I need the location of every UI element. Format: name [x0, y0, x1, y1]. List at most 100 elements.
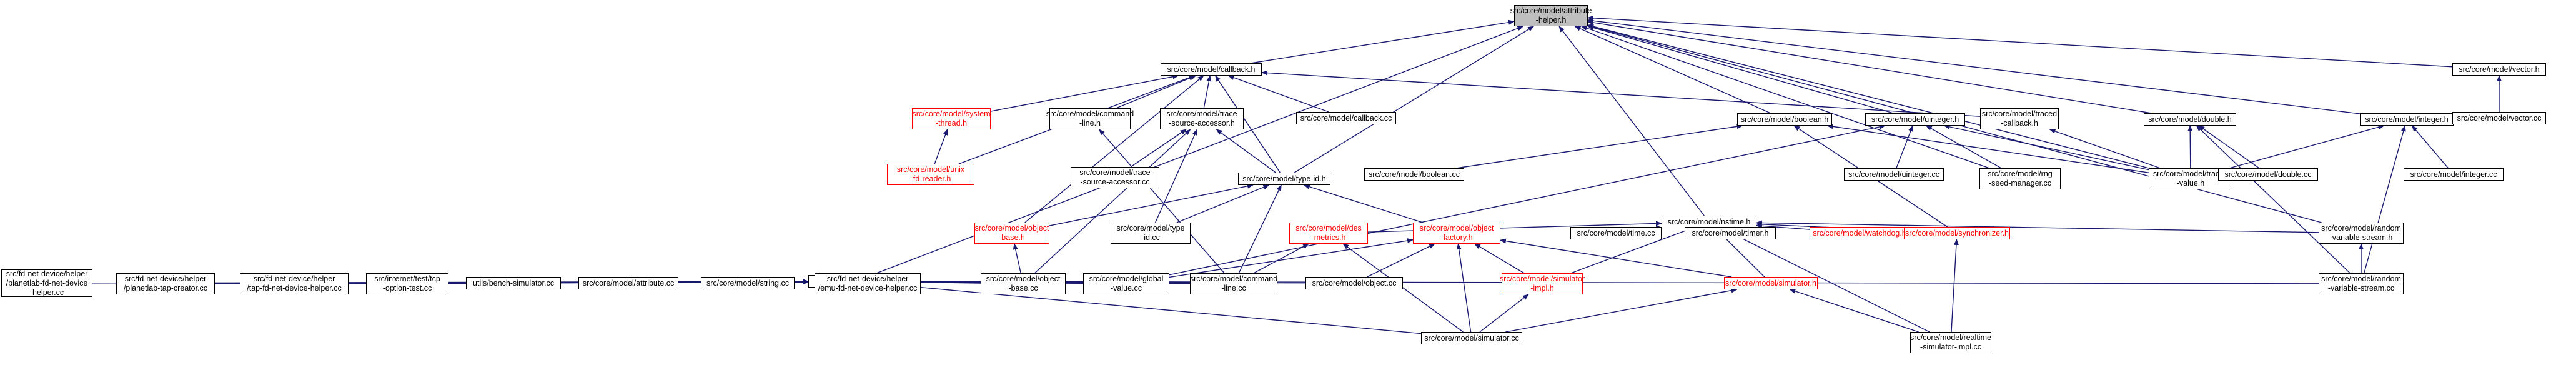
file-node-object-base-cc[interactable]: src/core/model/object-base.cc [981, 273, 1066, 294]
file-node-tcp-option[interactable]: src/internet/test/tcp-option-test.cc [366, 273, 448, 294]
file-node-trace-accessor-cc[interactable]: src/core/model/trace-source-accessor.cc [1071, 167, 1159, 188]
file-node-uinteger-cc[interactable]: src/core/model/uinteger.cc [1844, 168, 1944, 181]
file-node-object-cc[interactable]: src/core/model/object.cc [1305, 277, 1403, 289]
include-edge-callback_cc-to-callback_h [1227, 75, 1329, 113]
include-edge-random_stream_cc-to-integer_h [2364, 125, 2406, 274]
file-node-system-thread[interactable]: src/core/model/system-thread.h [912, 108, 991, 129]
node-label-line: src/fd-net-device/helper [253, 274, 335, 283]
file-node-global-value-cc[interactable]: src/core/model/global-value.cc [1083, 273, 1169, 294]
node-label-line: src/core/model/boolean.cc [1369, 169, 1460, 179]
file-node-unix-fd-reader[interactable]: src/core/model/unix-fd-reader.h [887, 164, 974, 185]
file-node-fd-net-tap-creator[interactable]: src/fd-net-device/helper/planetlab-tap-c… [116, 273, 215, 294]
file-node-simulator-h[interactable]: src/core/model/simulator.h [1724, 277, 1818, 289]
node-label-line: src/core/model/integer.cc [2410, 169, 2497, 179]
include-edge-object_cc-to-object_factory [1367, 243, 1436, 278]
file-node-attr-helper: src/core/model/attribute-helper.h [1510, 5, 1592, 26]
node-label-line: /tap-fd-net-device-helper.cc [247, 284, 342, 293]
file-node-traced-callback[interactable]: src/core/model/traced-callback.h [1980, 108, 2059, 129]
include-edge-watchdog_h-to-nstime_h [1756, 223, 1810, 230]
file-node-type-id-h[interactable]: src/core/model/type-id.h [1238, 173, 1330, 185]
node-label-line: src/core/model/vector.cc [2457, 113, 2542, 123]
node-label-line: -variable-stream.h [2329, 233, 2393, 242]
node-label-line: src/core/model/attribute [1510, 6, 1592, 15]
include-edge-realtime_sim-to-simulator_h [1789, 289, 1919, 333]
file-node-rng-seed[interactable]: src/core/model/rng-seed-manager.cc [1979, 168, 2061, 189]
node-label-line: src/core/model/random [2321, 224, 2401, 233]
file-node-double-h[interactable]: src/core/model/double.h [2144, 113, 2236, 126]
file-node-callback-h[interactable]: src/core/model/callback.h [1161, 63, 1262, 76]
file-node-time-cc[interactable]: src/core/model/time.cc [1570, 227, 1662, 239]
node-label-line: src/core/model/time.cc [1577, 228, 1655, 238]
node-label-line: -fd-reader.h [910, 174, 951, 183]
file-node-synchronizer-h[interactable]: src/core/model/synchronizer.h [1904, 227, 2010, 239]
node-label-line: src/core/model/type-id.h [1242, 174, 1326, 183]
include-edge-simulator_cc-to-sim_impl_h [1479, 294, 1529, 333]
file-node-fd-net-emu[interactable]: src/fd-net-device/helper/emu-fd-net-devi… [815, 273, 921, 294]
file-node-trace-accessor[interactable]: src/core/model/trace-source-accessor.h [1160, 108, 1244, 129]
node-label-line: src/core/model/traced [1981, 109, 2058, 118]
file-node-des-metrics[interactable]: src/core/model/des-metrics.h [1289, 223, 1368, 244]
include-edge-command_line_h-to-callback_h [1116, 75, 1197, 109]
node-label-line: src/core/model/rng [1988, 169, 2053, 178]
file-node-integer-h[interactable]: src/core/model/integer.h [2360, 113, 2454, 126]
node-label-line: src/core/model/trace [1079, 168, 1151, 177]
include-edge-type_id_h-to-attr_helper [1294, 26, 1535, 173]
file-node-command-line-h[interactable]: src/core/model/command-line.h [1046, 108, 1134, 129]
file-node-watchdog-h[interactable]: src/core/model/watchdog.h [1810, 227, 1910, 239]
file-node-simulator-cc[interactable]: src/core/model/simulator.cc [1421, 332, 1522, 344]
node-label-line: src/core/model/object [986, 274, 1061, 283]
include-edge-random_stream_h-to-nstime_h [1756, 220, 2319, 233]
file-node-object-base-h[interactable]: src/core/model/object-base.h [974, 223, 1049, 244]
include-edge-trace_accessor-to-callback_h [1203, 75, 1212, 109]
file-node-uinteger-h[interactable]: src/core/model/uinteger.h [1865, 113, 1965, 126]
file-node-bench-sim[interactable]: utils/bench-simulator.cc [466, 277, 561, 289]
include-edge-simulator_cc-to-object_factory [1456, 243, 1472, 333]
node-label-line: src/core/model/system [912, 109, 991, 118]
node-label-line: src/core/model/command [1189, 274, 1278, 283]
file-node-type-id-cc[interactable]: src/core/model/type-id.cc [1111, 223, 1191, 244]
file-node-vector-h[interactable]: src/core/model/vector.h [2452, 63, 2546, 76]
file-node-fd-net-planetlab[interactable]: src/fd-net-device/helper/planetlab-fd-ne… [1, 269, 92, 297]
node-label-line: src/core/model/random [2321, 274, 2401, 283]
file-node-object-factory[interactable]: src/core/model/object-factory.h [1413, 223, 1500, 244]
include-edge-simulator_h-to-object_factory [1500, 238, 1732, 278]
file-node-fd-net-tap-helper[interactable]: src/fd-net-device/helper/tap-fd-net-devi… [240, 273, 349, 294]
node-label-line: src/core/model/vector.h [2459, 64, 2540, 74]
file-node-boolean-h[interactable]: src/core/model/boolean.h [1737, 113, 1832, 126]
include-edge-simulator_cc-to-simulator_h [1505, 288, 1738, 333]
include-edge-traced_value-to-traced_callback [2049, 129, 2161, 169]
include-edge-object_factory-to-type_id_h [1303, 184, 1424, 223]
node-label-line: -metrics.h [1311, 233, 1346, 242]
node-label-line: -line.h [1079, 119, 1101, 128]
node-label-line: src/core/model/simulator.h [1725, 278, 1816, 288]
file-node-realtime-sim[interactable]: src/core/model/realtime-simulator-impl.c… [1910, 332, 1991, 353]
file-node-string-cc[interactable]: src/core/model/string.cc [701, 277, 795, 289]
include-edge-global_value_cc-to-object_factory [1169, 238, 1414, 278]
include-edge-realtime_sim-to-synchronizer_h [1951, 239, 1959, 333]
file-node-random-stream-h[interactable]: src/core/model/random-variable-stream.h [2319, 223, 2404, 244]
file-node-callback-cc[interactable]: src/core/model/callback.cc [1296, 112, 1396, 124]
include-edge-trace_accessor_cc-to-trace_accessor [1130, 129, 1187, 168]
file-node-vector-cc[interactable]: src/core/model/vector.cc [2452, 112, 2546, 124]
file-node-integer-cc[interactable]: src/core/model/integer.cc [2404, 168, 2504, 181]
file-node-boolean-cc[interactable]: src/core/model/boolean.cc [1364, 168, 1464, 181]
file-node-nstime-h[interactable]: src/core/model/nstime.h [1662, 216, 1756, 228]
include-edge-type_id_cc-to-trace_accessor [1154, 129, 1198, 223]
node-label-line: src/core/model/simulator [1499, 274, 1585, 283]
node-label-line: -simulator-impl.cc [1920, 343, 1981, 351]
file-node-random-stream-cc[interactable]: src/core/model/random-variable-stream.cc [2319, 273, 2404, 294]
file-node-command-line-cc[interactable]: src/core/model/command-line.cc [1190, 273, 1277, 294]
include-edge-double_cc-to-double_h [2198, 125, 2260, 169]
file-node-attribute-cc[interactable]: src/core/model/attribute.cc [578, 277, 678, 289]
node-label-line: -thread.h [935, 119, 968, 128]
node-label-line: src/core/model/command [1046, 109, 1134, 118]
node-label-line: src/core/model/uinteger.cc [1848, 169, 1939, 179]
file-node-timer-h[interactable]: src/core/model/timer.h [1685, 227, 1776, 239]
include-edge-vector_h-to-attr_helper [1587, 15, 2453, 68]
include-edge-rng_seed-to-uinteger_h [1925, 125, 2002, 169]
node-label-line: -value.cc [1110, 284, 1142, 293]
file-node-sim-impl-h[interactable]: src/core/model/simulator-impl.h [1499, 273, 1585, 294]
node-label-line: src/core/model/string.cc [706, 278, 789, 288]
include-edge-command_line_cc-to-type_id_h [1238, 184, 1282, 274]
file-node-double-cc[interactable]: src/core/model/double.cc [2218, 168, 2318, 181]
